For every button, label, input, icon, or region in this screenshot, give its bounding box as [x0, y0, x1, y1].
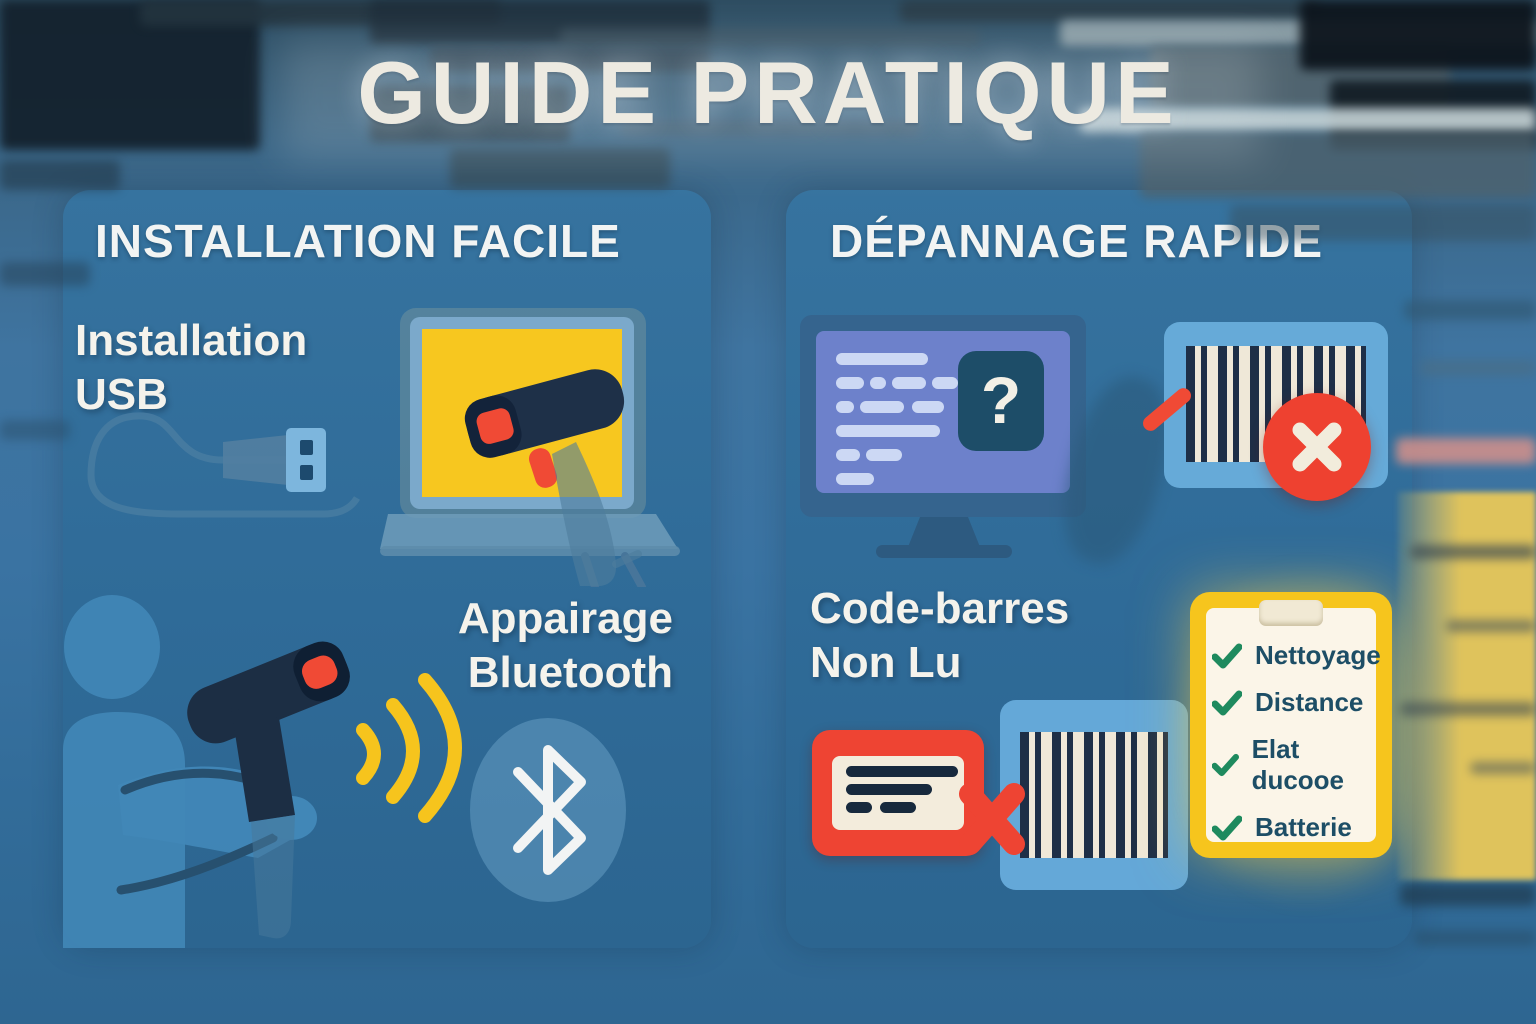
- bluetooth-icon: [470, 718, 626, 902]
- glitch-streak: [1404, 300, 1536, 320]
- glitch-streak: [0, 160, 120, 190]
- installation-panel: INSTALLATION FACILE Installation USB App…: [63, 190, 711, 948]
- monitor-icon: [800, 315, 1086, 558]
- checklist-item-label: Elat ducooe: [1251, 734, 1345, 795]
- installation-heading: INSTALLATION FACILE: [95, 215, 621, 267]
- glitch-streak: [1400, 884, 1536, 906]
- glitch-streak-pink: [1396, 438, 1536, 464]
- glitch-streak: [450, 148, 670, 188]
- check-icon: [1212, 753, 1239, 777]
- checklist-item-label: Nettoyage: [1255, 640, 1381, 670]
- checklist-item: Elat ducooe: [1212, 734, 1382, 796]
- check-icon: [1212, 815, 1242, 840]
- checklist-item-label: Batterie: [1255, 812, 1352, 842]
- barcode-icon: [1020, 732, 1168, 858]
- error-x-icon: [1263, 393, 1371, 501]
- mismatch-x-icon: [959, 783, 1025, 855]
- glitch-streak: [140, 0, 500, 26]
- check-icon: [1212, 690, 1242, 715]
- checklist-clipboard-icon: Nettoyage Distance Elat ducooe Batterie: [1190, 592, 1392, 858]
- bluetooth-pairing-line1: Appairage: [457, 594, 673, 643]
- barcode-scanner-icon: [464, 369, 625, 458]
- yellow-glitch-band: [1398, 492, 1536, 880]
- troubleshooting-heading: DÉPANNAGE RAPIDE: [830, 215, 1324, 267]
- label-card-icon: [812, 730, 984, 856]
- question-mark: ?: [980, 363, 1022, 437]
- checklist-item: Distance: [1212, 687, 1382, 718]
- bluetooth-pairing-label: Appairage Bluetooth: [393, 592, 673, 699]
- person-silhouette-icon: [63, 595, 462, 948]
- checklist-item-label: Distance: [1255, 687, 1364, 717]
- clipboard-clip: [1259, 600, 1323, 626]
- usb-plug-icon: [87, 412, 361, 518]
- barcode-not-read-line1: Code-barres: [810, 584, 1070, 633]
- usb-install-label: Installation USB: [75, 314, 307, 421]
- page-title: GUIDE PRATIQUE: [357, 43, 1179, 142]
- barcode-not-read-line2: Non Lu: [810, 637, 962, 687]
- check-icon: [1212, 643, 1242, 668]
- glitch-streak: [370, 0, 710, 44]
- usb-install-line2: USB: [75, 369, 168, 419]
- barcode-card: [1000, 700, 1188, 890]
- barcode-not-read-label: Code-barres Non Lu: [810, 582, 1069, 689]
- signal-waves-icon: [356, 673, 462, 823]
- label-card-paper: [832, 756, 964, 830]
- barcode-scanner-icon: [187, 641, 350, 744]
- glitch-streak: [1414, 930, 1536, 946]
- checklist-item: Batterie: [1212, 812, 1382, 843]
- glitch-streak: [0, 420, 70, 440]
- usb-install-line1: Installation: [75, 316, 308, 365]
- checklist-item: Nettoyage: [1212, 640, 1382, 671]
- troubleshooting-panel: DÉPANNAGE RAPIDE ? Code-barres Non Lu: [786, 190, 1446, 948]
- glitch-streak: [900, 0, 1320, 22]
- question-badge-icon: [958, 351, 1044, 451]
- glitch-streak: [1420, 360, 1536, 376]
- bluetooth-pairing-line2: Bluetooth: [467, 647, 673, 697]
- laptop-icon: [380, 308, 680, 587]
- checklist: Nettoyage Distance Elat ducooe Batterie: [1212, 640, 1382, 859]
